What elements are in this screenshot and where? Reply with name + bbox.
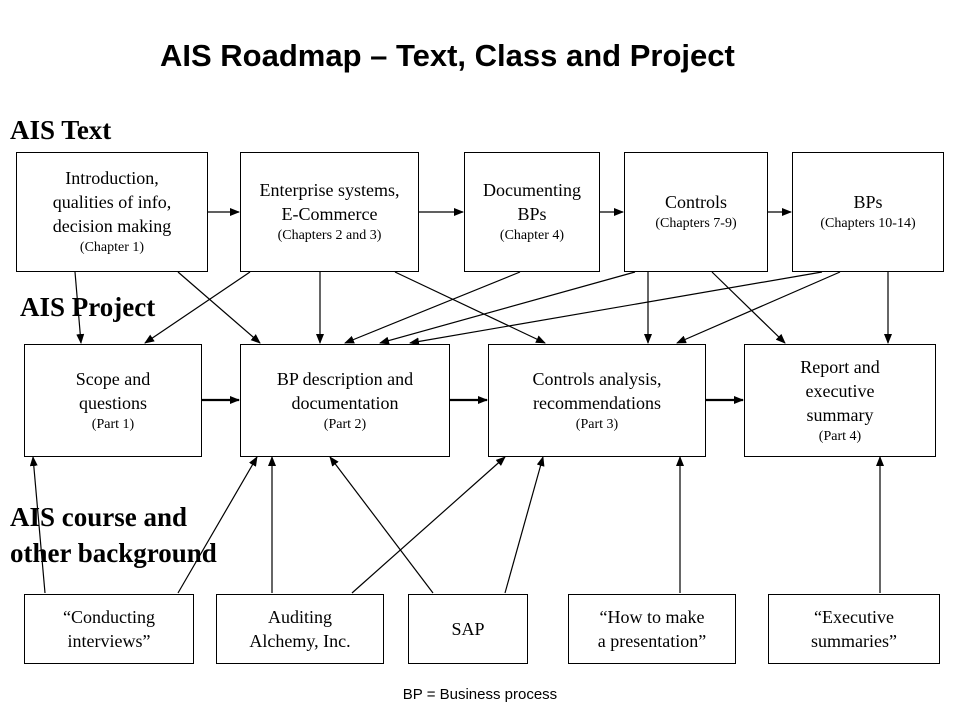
- box-title: Scope and questions: [75, 368, 151, 413]
- section-label-ais-project: AIS Project: [20, 292, 156, 322]
- box-title: Controls: [664, 192, 727, 212]
- box-subtitle: (Part 1): [91, 416, 135, 432]
- arrow-documenting-bp-desc: [344, 271, 521, 344]
- arrow-controls-report: [711, 271, 786, 344]
- box-title: “How to make a presentation”: [597, 607, 707, 651]
- section-label-background-line1: AIS course and: [10, 502, 188, 532]
- box-title: BPs: [853, 192, 883, 212]
- box-title: “Executive summaries”: [811, 607, 897, 651]
- box-title: Documenting BPs: [483, 180, 581, 224]
- box-subtitle: (Part 4): [818, 428, 862, 444]
- box-title: Auditing Alchemy, Inc.: [249, 607, 351, 651]
- box-title: Introduction, qualities of info, decisio…: [52, 168, 172, 236]
- project-box-bp-description: BP description and documentation (Part 2…: [240, 344, 450, 457]
- arrow-sap-controls: [504, 456, 545, 594]
- text-box-controls: Controls (Chapters 7-9): [624, 152, 768, 272]
- arrow-bps-controls-analysis: [676, 271, 841, 344]
- box-title: BP description and documentation: [276, 368, 414, 413]
- section-label-background-line2: other background: [10, 538, 217, 568]
- box-title: Report and executive summary: [800, 356, 880, 425]
- background-box-executive-summaries: “Executive summaries”: [768, 594, 940, 664]
- box-subtitle: (Chapters 7-9): [655, 216, 737, 231]
- footnote: BP = Business process: [402, 686, 558, 703]
- arrow-enterprise-scope: [144, 271, 251, 344]
- arrow-auditing-controls: [351, 456, 506, 594]
- text-box-introduction: Introduction, qualities of info, decisio…: [16, 152, 208, 272]
- background-box-conducting-interviews: “Conducting interviews”: [24, 594, 194, 664]
- box-subtitle: (Chapters 2 and 3): [277, 228, 382, 243]
- box-subtitle: (Chapter 1): [79, 240, 145, 255]
- box-subtitle: (Chapters 10-14): [820, 216, 916, 231]
- text-box-bps: BPs (Chapters 10-14): [792, 152, 944, 272]
- arrow-bps-bp-desc: [409, 271, 823, 346]
- section-label-ais-text: AIS Text: [10, 115, 112, 145]
- project-box-report: Report and executive summary (Part 4): [744, 344, 936, 457]
- box-subtitle: (Part 3): [575, 416, 619, 432]
- arrow-controls-bp-desc: [379, 271, 636, 345]
- box-subtitle: (Part 2): [323, 416, 367, 432]
- text-box-enterprise-systems: Enterprise systems, E-Commerce (Chapters…: [240, 152, 419, 272]
- box-title: Controls analysis, recommendations: [532, 368, 662, 413]
- arrow-enterprise-controls: [394, 271, 546, 344]
- background-box-sap: SAP: [408, 594, 528, 664]
- project-box-scope: Scope and questions (Part 1): [24, 344, 202, 457]
- project-box-controls-analysis: Controls analysis, recommendations (Part…: [488, 344, 706, 457]
- box-subtitle: (Chapter 4): [499, 228, 565, 243]
- background-box-auditing-alchemy: Auditing Alchemy, Inc.: [216, 594, 384, 664]
- text-box-documenting-bps: Documenting BPs (Chapter 4): [464, 152, 600, 272]
- arrow-sap-bp-desc: [329, 456, 434, 594]
- page-title: AIS Roadmap – Text, Class and Project: [160, 38, 735, 73]
- arrow-intro-bp-desc: [177, 271, 261, 344]
- box-title: Enterprise systems, E-Commerce: [259, 180, 400, 224]
- arrow-interviews-bp-desc: [177, 456, 258, 594]
- box-title: SAP: [451, 619, 485, 639]
- box-title: “Conducting interviews”: [63, 607, 155, 651]
- background-box-presentation: “How to make a presentation”: [568, 594, 736, 664]
